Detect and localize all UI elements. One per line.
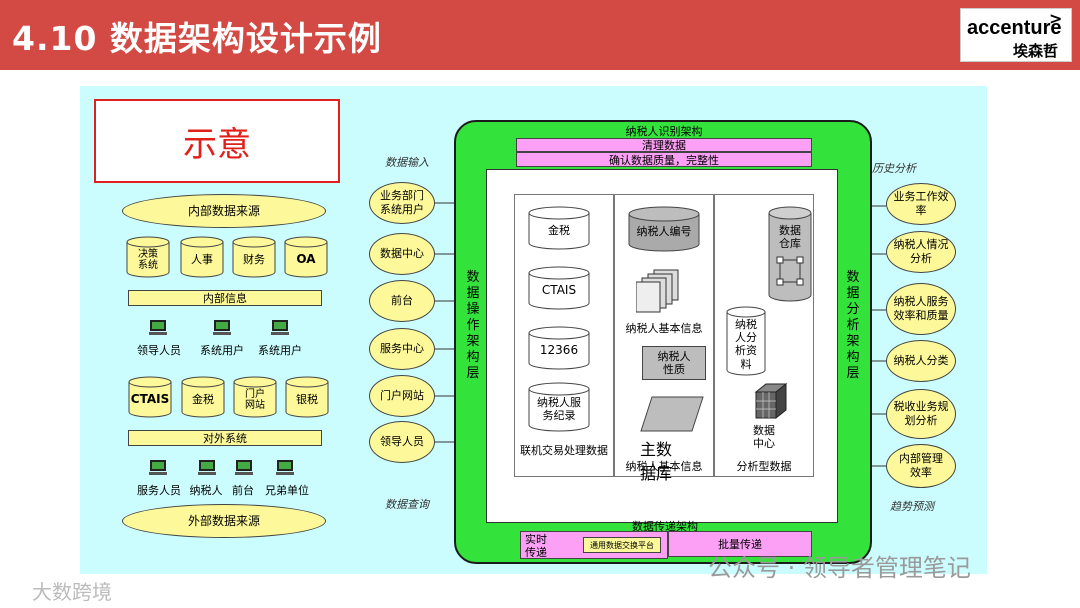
page-title: 4.10 数据架构设计示例 (12, 19, 382, 58)
db-cylinder: CTAIS (528, 266, 590, 310)
logo-mark: > (1049, 9, 1063, 28)
db-label: 财务 (243, 252, 265, 266)
analysis-label: 纳税 人分 析资 料 (735, 318, 757, 371)
db-cylinder: 财务 (232, 236, 276, 278)
db-label: 纳税人服 务纪录 (537, 396, 581, 422)
internal-info-bar: 内部信息 (128, 290, 322, 306)
user-label: 领导人员 (137, 344, 181, 357)
computer-icon (270, 319, 290, 336)
user-label: 兄弟单位 (265, 484, 309, 497)
logo-name: accenture (967, 17, 1062, 39)
db-label: 12366 (539, 343, 579, 358)
data-query-label: 数据查询 (385, 498, 429, 511)
input-node: 数据中心 (369, 233, 435, 275)
db-label: 门户 网站 (245, 388, 265, 412)
realtime-label: 实时传递 (525, 533, 547, 559)
output-node: 纳税人服务 效率和质量 (886, 283, 956, 335)
analysis-cylinder: 纳税 人分 析资 料 (726, 306, 766, 376)
user-label: 服务人员 (137, 484, 181, 497)
batch-transfer-bar: 批量传递 (668, 531, 812, 557)
internal-source-ellipse: 内部数据来源 (122, 194, 326, 228)
trend-forecast-label: 趋势预测 (890, 500, 934, 513)
user-label: 系统用户 (258, 344, 302, 357)
transfer-label: 数据传递架构 (632, 520, 698, 533)
document-stack-icon (636, 269, 679, 313)
db-label: CTAIS (130, 392, 170, 407)
db-label: 决策 系统 (138, 248, 158, 272)
input-node: 门户网站 (369, 375, 435, 417)
exchange-platform-box: 通用数据交换平台 (583, 537, 661, 553)
data-center-label: 数据 中心 (753, 424, 775, 451)
db-cylinder: 门户 网站 (233, 376, 277, 418)
external-source-ellipse: 外部数据来源 (122, 504, 326, 538)
db-cylinder: OA (284, 236, 328, 278)
output-node: 纳税人情况 分析 (886, 231, 956, 273)
input-node: 服务中心 (369, 328, 435, 370)
column-caption: 纳税人基本信息 (625, 460, 703, 473)
master-label: 主数 据库 (640, 440, 673, 483)
watermark-left: 大数跨境 (32, 580, 112, 604)
taxpayer-nature-box: 纳税人 性质 (642, 346, 706, 380)
db-label: CTAIS (541, 283, 577, 298)
accenture-logo: > accenture 埃森哲 (960, 8, 1072, 62)
input-node: 业务部门 系统用户 (369, 182, 435, 224)
db-label: 银税 (296, 392, 318, 406)
column-caption: 分析型数据 (736, 460, 792, 473)
computer-icon (197, 459, 217, 476)
history-analysis-label: 历史分析 (872, 162, 916, 175)
db-cylinder: 纳税人服 务纪录 (528, 382, 590, 432)
master-db-shape: 主数 据库 (640, 396, 704, 483)
analysis-layer-label: 数据分析架构层 (846, 270, 860, 381)
output-node: 内部管理 效率 (886, 444, 956, 488)
diagram-canvas: 示意 内部数据来源 决策 系统 人事 财务 OA 内部信息 领导人员 系统用户 … (80, 86, 987, 574)
computer-icon (212, 319, 232, 336)
computer-icon (275, 459, 295, 476)
output-node: 税收业务规 划分析 (886, 389, 956, 439)
output-node: 业务工作效 率 (886, 183, 956, 225)
confirm-quality-bar: 确认数据质量，完整性 (516, 152, 812, 167)
db-label: 金税 (548, 223, 570, 237)
nature-label: 纳税人 性质 (657, 349, 691, 376)
db-cylinder: 人事 (180, 236, 224, 278)
db-label: 金税 (192, 392, 214, 406)
computer-icon (234, 459, 254, 476)
input-node: 领导人员 (369, 421, 435, 463)
logo-chinese: 埃森哲 (1013, 42, 1059, 60)
warehouse-cylinder: 数据 仓库 (768, 206, 812, 302)
docs-label: 纳税人基本信息 (625, 322, 703, 335)
user-label: 前台 (232, 484, 254, 497)
illustration-stamp: 示意 (94, 99, 340, 183)
output-node: 纳税人分类 (886, 340, 956, 382)
platform-label: 通用数据交换平台 (590, 540, 654, 550)
db-cylinder: 金税 (181, 376, 225, 418)
computer-icon (148, 459, 168, 476)
clean-data-bar: 清理数据 (516, 138, 812, 152)
realtime-box: 实时传递 通用数据交换平台 (520, 531, 668, 559)
db-cylinder: CTAIS (128, 376, 172, 418)
data-input-label: 数据输入 (385, 156, 429, 169)
watermark-right: 公众号 · 领导者管理笔记 (708, 554, 971, 582)
title-bar: 4.10 数据架构设计示例 > accenture 埃森哲 (0, 0, 1080, 70)
taxpayer-id-cylinder: 纳税人编号 (628, 206, 700, 252)
user-label: 纳税人 (189, 484, 223, 497)
stamp-text: 示意 (183, 124, 251, 165)
db-cylinder: 决策 系统 (126, 236, 170, 278)
ops-layer-label: 数据操作架构层 (466, 270, 480, 381)
computer-icon (148, 319, 168, 336)
db-cylinder: 12366 (528, 326, 590, 370)
warehouse-label: 数据 仓库 (779, 224, 801, 251)
db-label: 纳税人编号 (636, 224, 692, 238)
input-node: 前台 (369, 280, 435, 322)
data-cube-icon (754, 382, 788, 420)
external-systems-bar: 对外系统 (128, 430, 322, 446)
identify-label: 纳税人识别架构 (625, 125, 703, 138)
db-cylinder: 金税 (528, 206, 590, 250)
db-cylinder: 银税 (285, 376, 329, 418)
user-label: 系统用户 (200, 344, 244, 357)
db-label: OA (296, 252, 316, 267)
db-label: 人事 (191, 252, 213, 266)
column-caption: 联机交易处理数据 (520, 444, 608, 457)
